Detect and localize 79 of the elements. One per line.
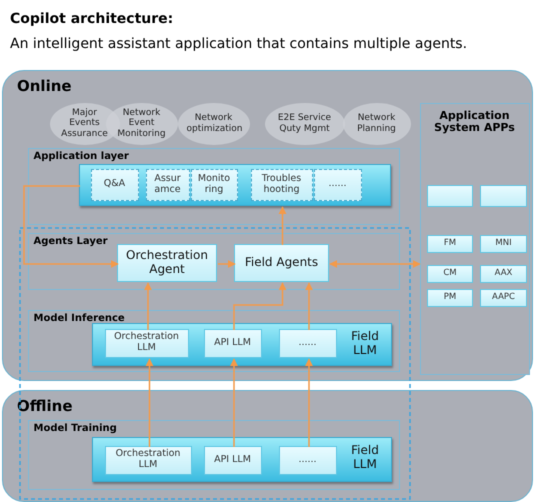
title: Copilot architecture:	[10, 11, 174, 27]
node-label: AAPC	[492, 293, 515, 303]
node-label: Field LLM	[350, 444, 380, 472]
node-label: API LLM	[214, 454, 251, 466]
app-box	[427, 185, 473, 207]
arrow	[23, 185, 119, 268]
arrow	[230, 358, 238, 447]
scenario-ellipse	[264, 102, 344, 144]
node-label: PM	[444, 293, 456, 303]
arrow	[218, 260, 236, 268]
panel-heading: Application layer	[34, 150, 129, 162]
node-label: Network Planning	[356, 113, 397, 134]
model-box	[104, 328, 188, 358]
panel-heading: Agents Layer	[34, 236, 108, 246]
panel-heading: Offline	[17, 397, 72, 415]
node-label: CM	[443, 269, 457, 279]
app-box	[480, 235, 527, 253]
node-label: Assur amce	[153, 174, 182, 196]
node-label: Orchestration LLM	[114, 449, 182, 471]
arrow	[144, 282, 152, 330]
arrow	[329, 260, 421, 268]
function-box	[146, 168, 190, 200]
node-label: API LLM	[214, 338, 251, 348]
panel-heading: Model Training	[34, 422, 117, 434]
scenario-ellipse	[106, 102, 178, 144]
model-box	[204, 328, 262, 358]
node-label: Major Events Assurance	[60, 108, 109, 140]
arrow	[233, 282, 286, 330]
layer-panel	[28, 232, 400, 290]
node-label: E2E Service Quty Mgmt	[276, 113, 332, 134]
app-box	[480, 185, 527, 207]
node-label: Orchestration Agent	[125, 249, 209, 277]
app-box	[427, 289, 473, 307]
function-box	[250, 168, 312, 200]
app-box	[480, 265, 527, 283]
function-box	[314, 168, 362, 200]
node-label: Troubles hooting	[260, 174, 302, 196]
node-label: FM	[444, 239, 456, 249]
node-label: Field LLM	[350, 330, 380, 358]
panel-heading: Application System APPs	[433, 110, 516, 134]
region-panel	[2, 70, 533, 381]
module-bar	[79, 164, 391, 206]
apps-panel	[420, 102, 530, 374]
node-label: Network optimization	[186, 113, 244, 134]
module-bar	[92, 437, 392, 482]
panel-heading: Model Inference	[34, 312, 125, 324]
arrow	[278, 206, 286, 245]
layer-panel	[28, 310, 400, 372]
node-label: ......	[298, 454, 317, 466]
function-box	[190, 168, 238, 200]
node-label: AAX	[494, 269, 512, 279]
app-box	[480, 289, 527, 307]
app-box	[427, 265, 473, 283]
app-box	[427, 235, 473, 253]
arrow	[146, 358, 154, 447]
node-label: MNI	[495, 239, 512, 249]
layer-panel	[28, 148, 400, 224]
agent-box	[234, 244, 329, 282]
model-box	[278, 446, 336, 474]
panel-heading: Online	[17, 77, 72, 95]
subtitle: An intelligent assistant application that contains multiple agents.	[10, 36, 468, 52]
model-box	[104, 446, 192, 474]
node-label: Network Event Monitoring	[116, 108, 167, 140]
agent-box	[117, 244, 217, 282]
function-box	[90, 168, 138, 200]
module-bar	[92, 323, 392, 366]
scenario-ellipse	[342, 102, 410, 144]
model-box	[204, 446, 262, 474]
arrow	[305, 282, 313, 330]
node-label: ......	[328, 179, 347, 190]
node-label: ......	[298, 338, 317, 348]
layer-panel	[28, 420, 400, 490]
node-label: Q&A	[104, 179, 126, 190]
region-panel	[2, 390, 533, 502]
node-label: Field Agents	[244, 256, 318, 270]
arrow	[305, 358, 313, 447]
node-label: Orchestration LLM	[113, 332, 180, 354]
node-label: Monito ring	[196, 174, 232, 196]
model-box	[278, 328, 336, 358]
